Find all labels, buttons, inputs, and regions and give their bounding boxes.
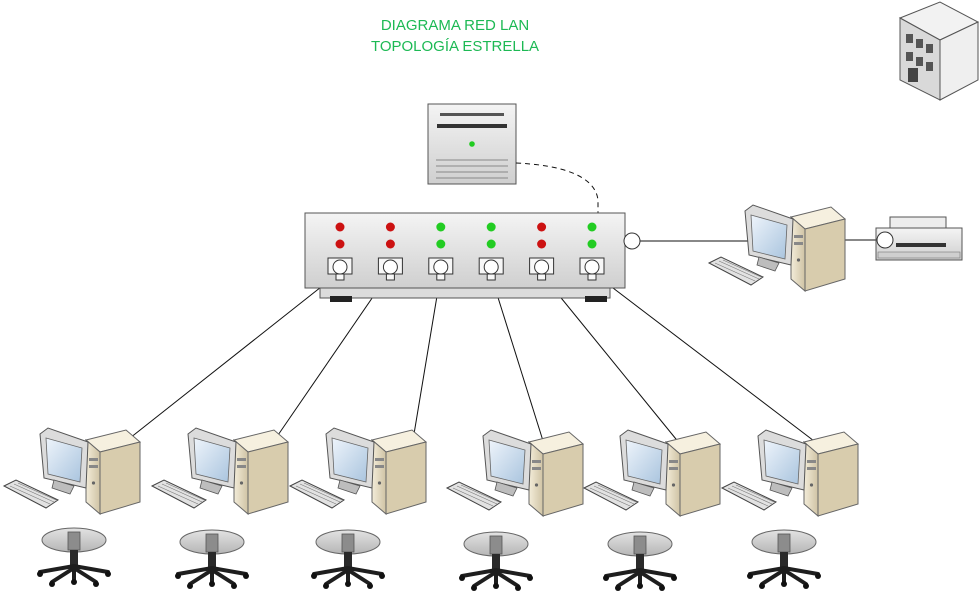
building-icon [898,1,979,101]
port-2-led-bottom [385,239,395,249]
uplink-port [623,232,641,250]
hub-port-4 [478,222,504,281]
port-4-connector [483,259,499,275]
admin-workstation-icon [708,204,846,292]
port-1-led-bottom [335,239,345,249]
port-4-led-bottom [486,239,496,249]
port-3-connector [433,259,449,275]
printer-icon [875,216,963,261]
port-1-led-top [335,222,345,232]
port-2-led-top [385,222,395,232]
hub-port-5 [529,222,555,281]
hub-port-1 [327,222,353,281]
port-2-connector [382,259,398,275]
workstation-2-icon [151,427,289,515]
hub-port-3 [428,222,454,281]
office-chair-5-icon [601,530,679,593]
port-5-led-top [537,222,547,232]
port-3-led-top [436,222,446,232]
hub-port-2 [377,222,403,281]
office-chair-3-icon [309,528,387,591]
port-4-led-top [486,222,496,232]
port-6-led-top [587,222,597,232]
workstation-5-icon [583,429,721,517]
office-chair-2-icon [173,528,251,591]
server-icon [427,103,517,185]
office-chair-1-icon [35,526,113,589]
workstation-1-icon [3,427,141,515]
diagram-title-line1: DIAGRAMA RED LAN [380,17,530,34]
port-6-led-bottom [587,239,597,249]
diagram-title-line2: TOPOLOGÍA ESTRELLA [370,38,540,55]
port-6-connector [584,259,600,275]
workstation-6-icon [721,429,859,517]
port-3-led-bottom [436,239,446,249]
port-5-connector [534,259,550,275]
server-status-led [469,141,475,147]
office-chair-4-icon [457,530,535,593]
workstation-4-icon [446,429,584,517]
workstation-3-icon [289,427,427,515]
hub-cables [129,239,880,445]
port-1-connector [332,259,348,275]
office-chair-6-icon [745,528,823,591]
hub-port-6 [579,222,605,281]
server-link-cable [515,162,599,214]
port-5-led-bottom [537,239,547,249]
hub-switch-icon [304,212,641,302]
